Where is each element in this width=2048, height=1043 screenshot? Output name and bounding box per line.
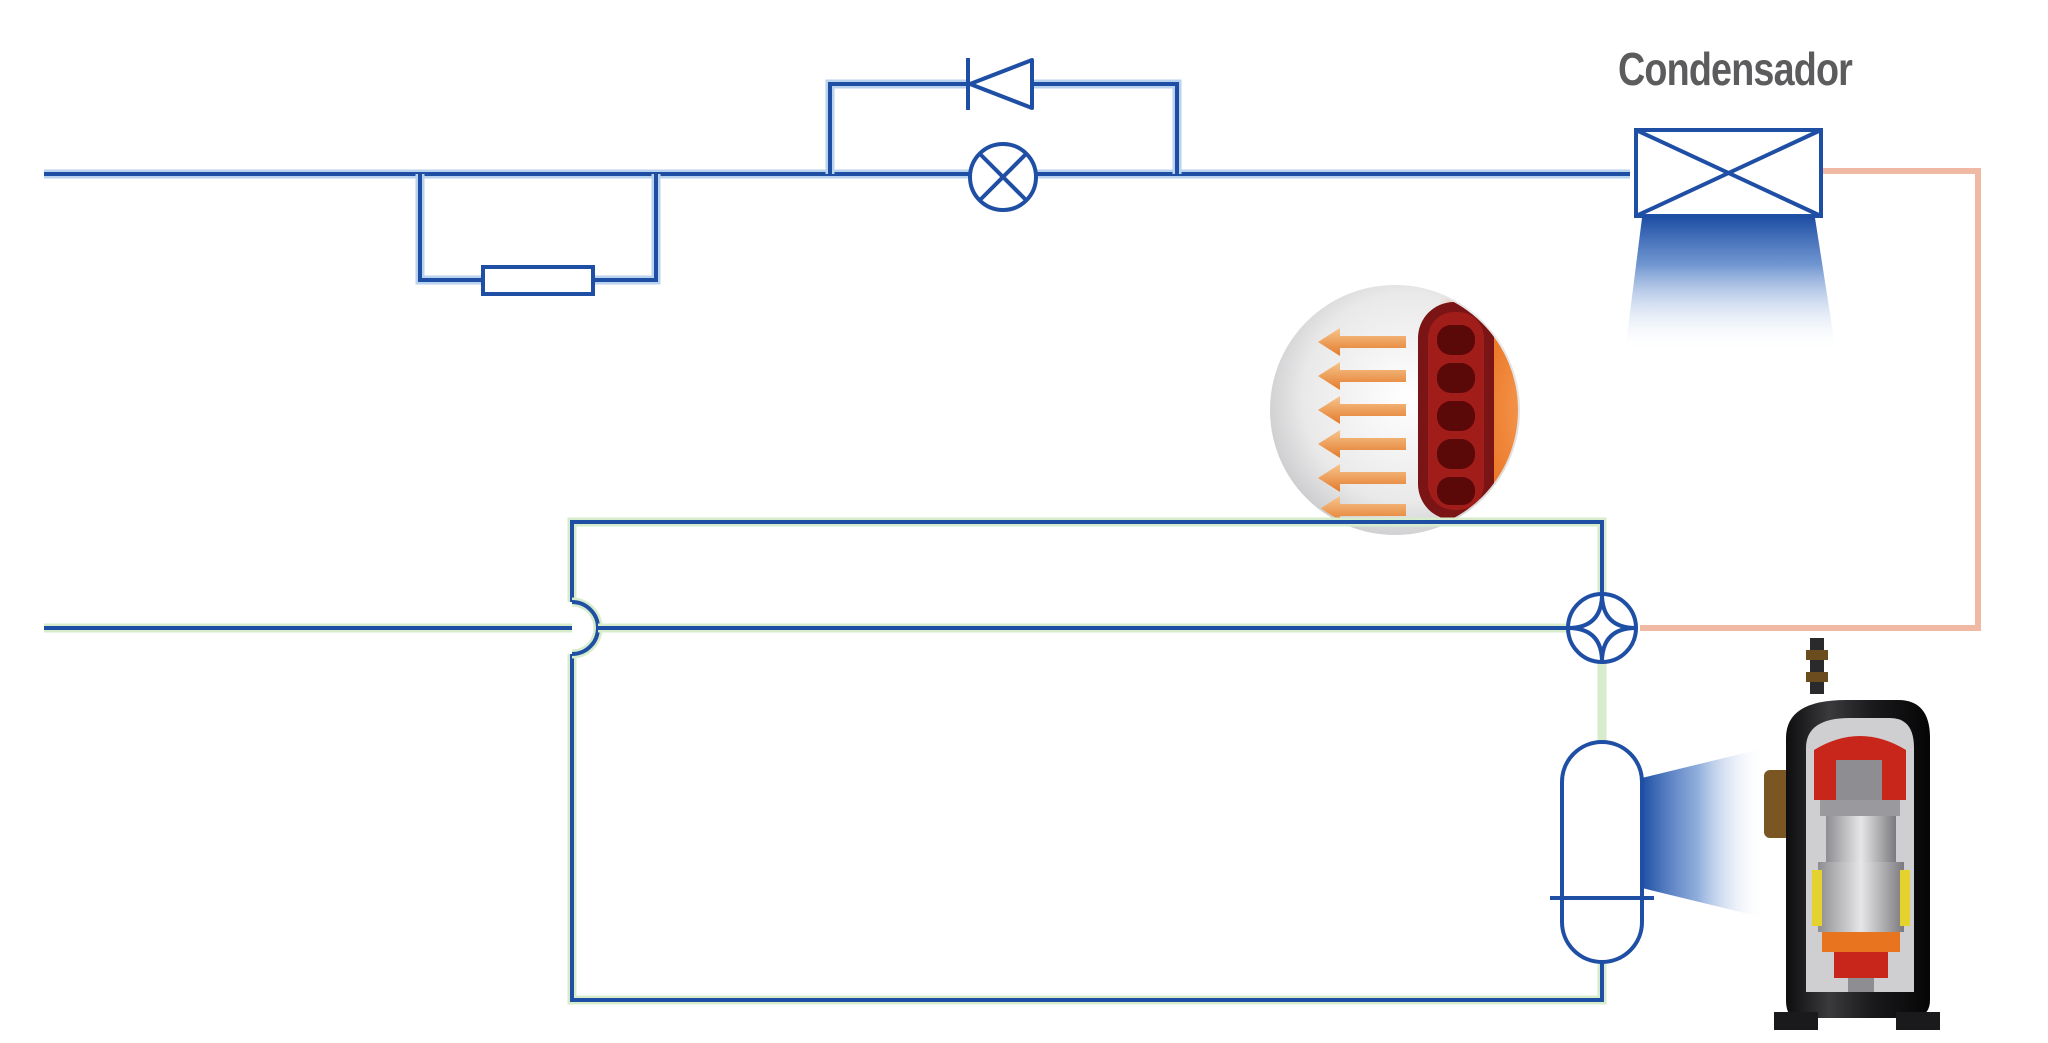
valve-branch [825,58,1182,212]
resistor-icon [481,265,595,296]
condenser-label: Condensador [1617,43,1853,95]
accumulator-icon [1550,740,1654,964]
bottom-refrigerant-loop [44,517,1607,1005]
compressor-detail-beam [1642,748,1765,918]
compressor-cutaway-icon [1764,638,1940,1030]
heat-exchanger-detail-icon [1270,285,1520,535]
four-way-valve-icon [1566,592,1638,664]
condenser-icon [1634,128,1823,218]
check-valve-icon [966,58,1040,110]
expansion-valve-icon [968,142,1038,212]
condenser-detail-beam [1625,218,1836,352]
resistor-branch [415,174,661,296]
